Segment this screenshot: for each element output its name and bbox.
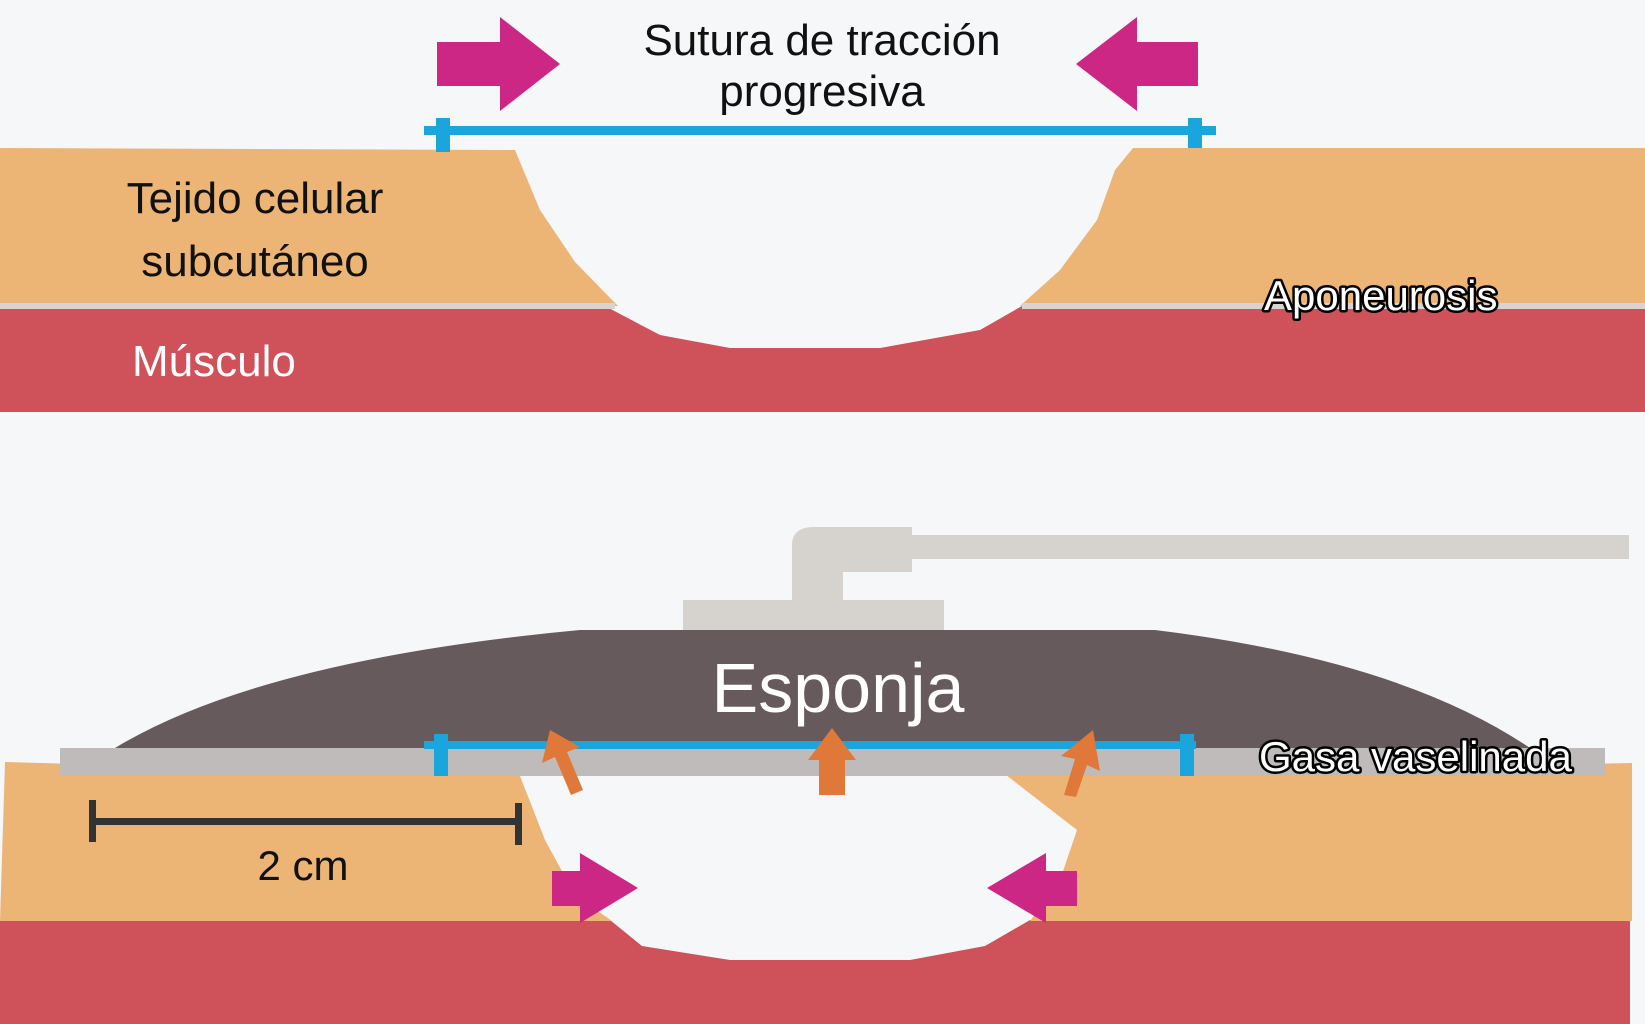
- arrow-left-icon: [1076, 17, 1198, 111]
- aponeurosis-label: Aponeurosis: [1264, 272, 1497, 319]
- aponeurosis-line-right: [1022, 303, 1645, 309]
- sponge-label: Esponja: [712, 649, 965, 727]
- arrow-right-icon: [437, 17, 560, 111]
- fat-layer-bottom-right: [1006, 763, 1632, 921]
- traction-suture-bottom: [424, 734, 1196, 776]
- fat-label-line2: subcutáneo: [141, 237, 369, 286]
- orange-arrow-right-icon: [1061, 730, 1100, 797]
- orange-arrow-center-icon: [808, 728, 856, 795]
- suture-title-line2: progresiva: [719, 67, 925, 116]
- fat-layer-bottom-left: [0, 762, 612, 921]
- fat-layer-top-right: [1020, 148, 1645, 306]
- orange-arrow-left-icon: [542, 730, 583, 795]
- sponge: [115, 630, 1530, 748]
- muscle-layer-top: [0, 306, 1645, 412]
- muscle-label: Músculo: [132, 337, 296, 386]
- scale-bar: [89, 800, 522, 845]
- muscle-layer-bottom: [0, 920, 1630, 1024]
- magenta-arrow-left-bottom-icon: [987, 853, 1077, 923]
- fat-label-line1: Tejido celular: [127, 174, 384, 223]
- aponeurosis-line-left: [0, 303, 615, 309]
- top-panel: Sutura de tracción progresiva Tejido cel…: [0, 16, 1645, 412]
- suture-title-line1: Sutura de tracción: [643, 16, 1000, 65]
- gauze-label: Gasa vaselinada: [1259, 733, 1573, 780]
- fat-layer-top-left: [0, 148, 618, 306]
- suction-tube: [683, 527, 1629, 633]
- bottom-panel: 2 cm Esponja Gasa vaselinada: [0, 527, 1632, 1024]
- magenta-arrow-right-bottom-icon: [552, 853, 638, 923]
- scale-label: 2 cm: [257, 842, 348, 889]
- traction-suture-top: [424, 118, 1216, 152]
